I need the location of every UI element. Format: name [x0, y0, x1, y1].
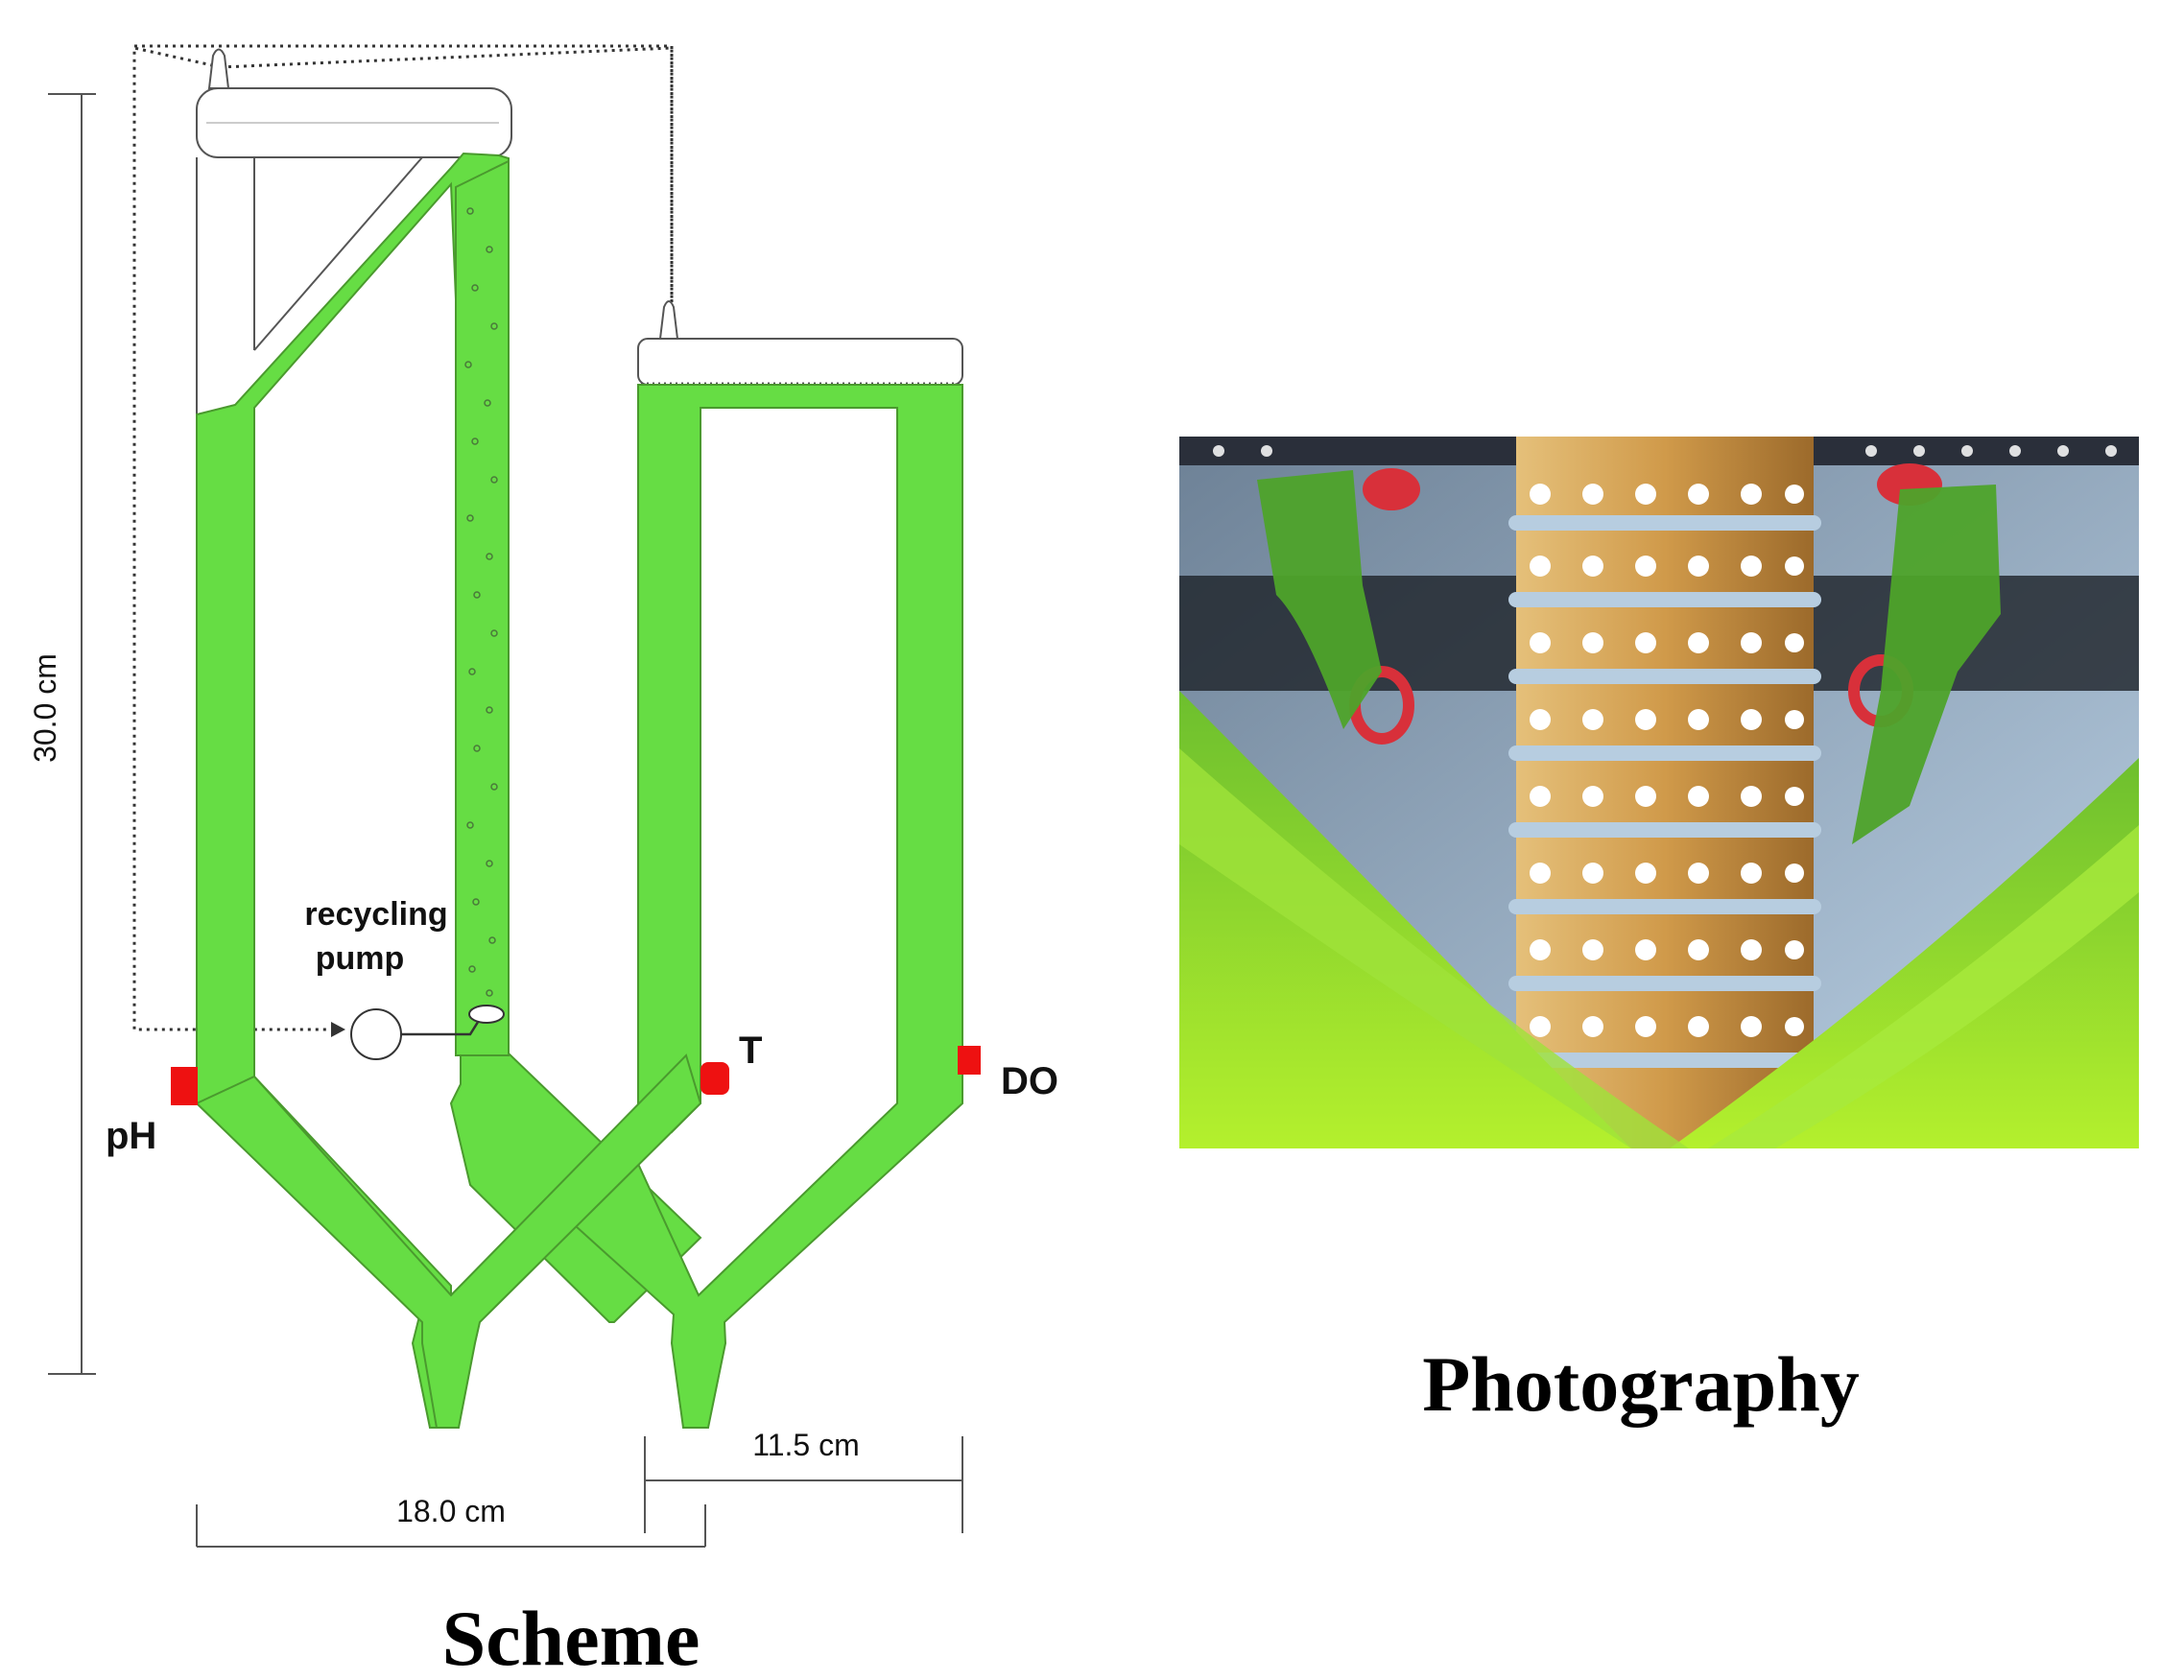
- pump-label-1: recycling: [304, 896, 447, 933]
- led-column-lights: [1530, 484, 1804, 1037]
- width2-dimension: [644, 1436, 963, 1533]
- culture-left-v: [195, 1053, 702, 1429]
- recycle-line-top: [134, 44, 674, 302]
- photo-caption: Photography: [1422, 1340, 1860, 1428]
- photo-green-tube-left: [1257, 470, 1382, 729]
- frame-line: [253, 156, 423, 351]
- scheme-caption: Scheme: [442, 1595, 700, 1680]
- flow-arrow: [331, 1022, 345, 1037]
- right-cap-tip: [658, 300, 679, 340]
- sensor-ph-label: pH: [106, 1115, 156, 1157]
- right-cap: [637, 338, 963, 386]
- height-label: 30.0 cm: [28, 653, 62, 763]
- led-column-wraps: [1508, 515, 1821, 1068]
- scheme: recycling pump pH T DO 30.0 cm 18.0 cm 1: [28, 44, 1058, 1680]
- photograph: [1179, 437, 2139, 1148]
- left-cap-tip: [207, 48, 230, 89]
- sensor-t: [700, 1062, 729, 1095]
- bubbles: [464, 207, 498, 997]
- pump-icon: [350, 1008, 402, 1060]
- photo-green-v2: [1670, 758, 2139, 1148]
- pump-line: [401, 1018, 482, 1036]
- width-dimension: [196, 1504, 706, 1548]
- culture-right: [574, 384, 963, 1429]
- sensor-ph: [171, 1067, 198, 1105]
- pump-label-2: pump: [316, 940, 405, 977]
- height-dimension: [48, 93, 96, 1375]
- width2-label: 11.5 cm: [752, 1428, 859, 1462]
- photo-green-tube-right: [1852, 485, 2001, 844]
- sensor-do: [958, 1046, 981, 1075]
- sensor-t-label: T: [739, 1029, 762, 1072]
- width-label: 18.0 cm: [396, 1494, 506, 1528]
- sensor-do-label: DO: [1001, 1060, 1058, 1102]
- riser-left: [455, 159, 510, 1056]
- sparger-icon: [468, 1005, 505, 1024]
